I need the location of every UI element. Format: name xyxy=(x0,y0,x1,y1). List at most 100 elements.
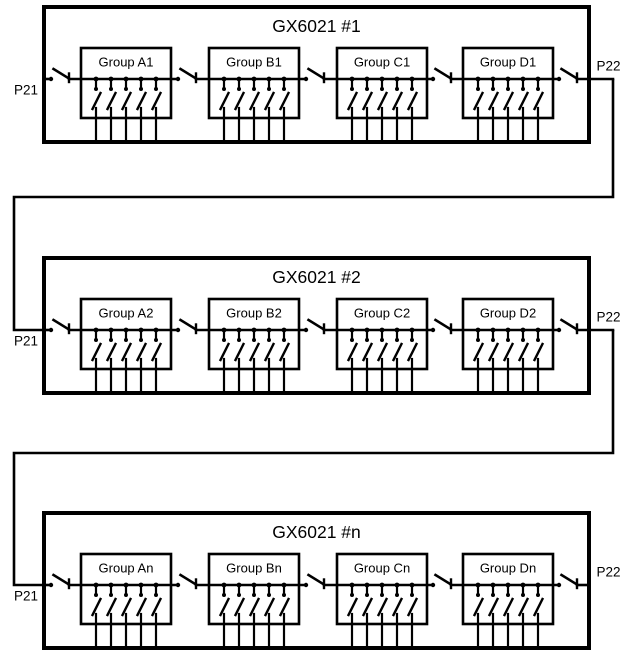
channel-switch-icon-4 xyxy=(263,76,276,142)
switch-blade xyxy=(278,91,291,111)
contact-dot xyxy=(267,87,271,91)
switch-blade xyxy=(472,91,485,111)
unit-2-box xyxy=(42,256,591,395)
unit-1-group-3: Group C1 xyxy=(335,46,429,142)
group-label: Group B1 xyxy=(226,55,282,70)
channel-switch-icon-2 xyxy=(361,76,374,142)
channel-switch-icon-4 xyxy=(517,582,530,648)
group-label: Group A2 xyxy=(99,306,154,321)
contact-dot xyxy=(94,338,98,342)
bus-switch-icon-3 xyxy=(303,318,326,335)
switch-blade xyxy=(487,597,500,617)
switch-blade xyxy=(346,91,359,111)
contact-dot xyxy=(222,593,226,597)
contact-dot xyxy=(350,338,354,342)
switch-blade xyxy=(135,342,148,362)
unit-2-port-p22-label: P22 xyxy=(597,310,621,325)
bus-switch-icon-3 xyxy=(303,573,326,590)
contact-dot xyxy=(154,338,158,342)
contact-dot xyxy=(282,338,286,342)
switch-blade xyxy=(105,342,118,362)
switch-blade xyxy=(487,342,500,362)
channel-switch-icon-1 xyxy=(90,76,103,142)
channel-switch-icon-1 xyxy=(218,582,231,648)
channel-switch-icon-2 xyxy=(233,327,246,393)
switch-blade xyxy=(472,342,485,362)
channel-switch-icon-2 xyxy=(487,327,500,393)
bus-switch-icon-5 xyxy=(556,67,579,84)
contact-dot xyxy=(303,76,309,82)
contact-dot xyxy=(48,327,54,333)
group-label: Group An xyxy=(99,561,154,576)
switch-blade xyxy=(218,342,231,362)
contact-dot xyxy=(430,582,436,588)
contact-dot xyxy=(282,87,286,91)
contact-dot xyxy=(536,87,540,91)
channel-switch-icon-3 xyxy=(120,327,133,393)
channel-switch-icon-2 xyxy=(487,582,500,648)
switch-blade xyxy=(532,91,545,111)
contact-dot xyxy=(94,87,98,91)
bus-switch-icon-4 xyxy=(430,67,453,84)
contact-dot xyxy=(222,87,226,91)
channel-switch-icon-3 xyxy=(248,582,261,648)
channel-switch-icon-5 xyxy=(406,76,419,142)
channel-switch-icon-5 xyxy=(150,327,163,393)
switch-blade xyxy=(532,342,545,362)
switch-blade xyxy=(233,597,246,617)
channel-switch-icon-1 xyxy=(218,327,231,393)
channel-switch-icon-5 xyxy=(406,582,419,648)
switch-blade xyxy=(233,342,246,362)
contact-dot xyxy=(222,338,226,342)
unit-1-port-p21-label: P21 xyxy=(14,83,38,98)
channel-switch-icon-4 xyxy=(263,582,276,648)
bus-switch-icon-1 xyxy=(48,318,71,335)
channel-switch-icon-3 xyxy=(502,327,515,393)
channel-switch-icon-2 xyxy=(233,582,246,648)
channel-switch-icon-3 xyxy=(120,582,133,648)
channel-switch-icon-3 xyxy=(376,327,389,393)
switch-blade xyxy=(559,67,579,81)
group-label: Group D1 xyxy=(480,55,536,70)
switch-blade xyxy=(306,318,326,332)
contact-dot xyxy=(365,338,369,342)
channel-switch-icon-3 xyxy=(502,582,515,648)
channel-switch-icon-5 xyxy=(278,76,291,142)
contact-dot xyxy=(109,338,113,342)
channel-switch-icon-5 xyxy=(532,76,545,142)
channel-switch-icon-4 xyxy=(135,582,148,648)
unit-2-group-2: Group B2 xyxy=(207,297,301,393)
channel-switch-icon-4 xyxy=(263,327,276,393)
channel-switch-icon-2 xyxy=(361,327,374,393)
switch-blade xyxy=(361,342,374,362)
switch-blade xyxy=(150,91,163,111)
switch-blade xyxy=(90,91,103,111)
bus-switch-icon-4 xyxy=(430,573,453,590)
contact-dot xyxy=(521,338,525,342)
switch-blade xyxy=(150,597,163,617)
bus-switch-icon-5 xyxy=(556,573,579,590)
unit-3-group-4: Group Dn xyxy=(461,552,555,648)
contact-dot xyxy=(506,338,510,342)
contact-dot xyxy=(237,593,241,597)
switch-blade xyxy=(218,597,231,617)
switch-blade xyxy=(559,573,579,587)
switch-blade xyxy=(306,67,326,81)
contact-dot xyxy=(395,87,399,91)
contact-dot xyxy=(139,338,143,342)
switch-blade xyxy=(263,342,276,362)
channel-switch-icon-1 xyxy=(218,76,231,142)
switch-blade xyxy=(120,342,133,362)
channel-switch-icon-5 xyxy=(532,327,545,393)
contact-dot xyxy=(175,582,181,588)
switch-blade xyxy=(361,597,374,617)
channel-switch-icon-3 xyxy=(248,76,261,142)
channel-switch-icon-3 xyxy=(376,76,389,142)
switch-blade xyxy=(233,91,246,111)
contact-dot xyxy=(506,87,510,91)
contact-dot xyxy=(365,593,369,597)
daisy-chain-link-2 xyxy=(12,330,615,587)
switch-blade xyxy=(178,67,198,81)
unit-1-box xyxy=(42,5,591,144)
